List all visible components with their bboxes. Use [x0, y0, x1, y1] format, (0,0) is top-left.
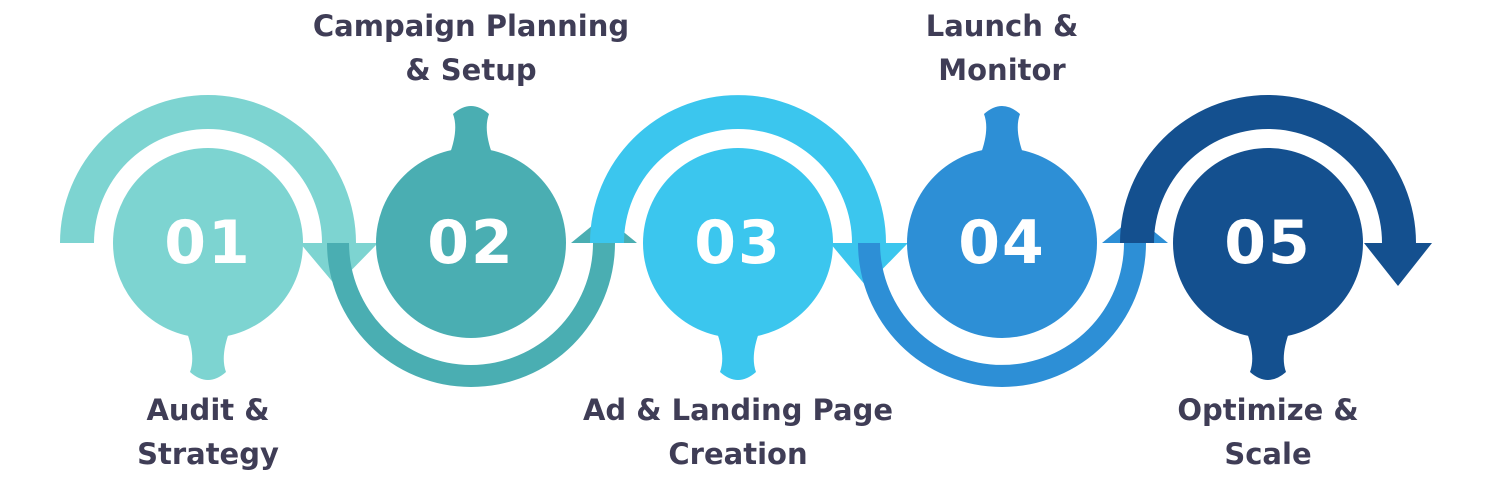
step-02-drop [449, 106, 493, 156]
step-05-circle [1173, 148, 1363, 338]
step-04-number: 04 [958, 208, 1046, 278]
step-03-number: 03 [694, 208, 782, 278]
step-04-label-line-2: Monitor [938, 53, 1066, 87]
step-02 [327, 106, 637, 387]
step-01 [60, 95, 378, 380]
step-03-label-line-2: Creation [668, 437, 808, 471]
step-01-number: 01 [164, 208, 252, 278]
step-01-label-line-1: Audit & [146, 393, 270, 427]
step-03-label: Ad & Landing Page Creation [558, 388, 918, 476]
step-03-circle [643, 148, 833, 338]
step-03-arc-arrow [590, 95, 908, 287]
step-02-label: Campaign Planning & Setup [291, 4, 651, 92]
step-05-drop [1246, 330, 1290, 380]
step-05-label-line-2: Scale [1224, 437, 1312, 471]
step-01-arc-arrow [60, 95, 378, 286]
step-03 [590, 95, 908, 380]
step-02-number: 02 [427, 208, 515, 278]
step-04-label-line-1: Launch & [925, 9, 1079, 43]
step-05-arc-arrow [1120, 95, 1432, 286]
step-01-label-line-2: Strategy [137, 437, 279, 471]
step-02-arc-arrow [327, 216, 637, 387]
step-03-drop [716, 330, 760, 380]
step-02-label-line-1: Campaign Planning [312, 9, 630, 43]
step-02-label-line-2: & Setup [405, 53, 537, 87]
step-01-circle [113, 148, 303, 338]
step-01-label: Audit & Strategy [28, 388, 388, 476]
step-04 [858, 106, 1168, 387]
step-01-drop [186, 330, 230, 380]
step-04-circle [907, 148, 1097, 338]
step-05 [1120, 95, 1432, 380]
step-03-label-line-1: Ad & Landing Page [582, 393, 894, 427]
step-05-label-line-1: Optimize & [1177, 393, 1359, 427]
step-05-number: 05 [1224, 208, 1312, 278]
step-04-label: Launch & Monitor [822, 4, 1182, 92]
step-04-arc-arrow [858, 216, 1168, 387]
step-02-circle [376, 148, 566, 338]
step-05-label: Optimize & Scale [1088, 388, 1448, 476]
step-04-drop [980, 106, 1024, 156]
